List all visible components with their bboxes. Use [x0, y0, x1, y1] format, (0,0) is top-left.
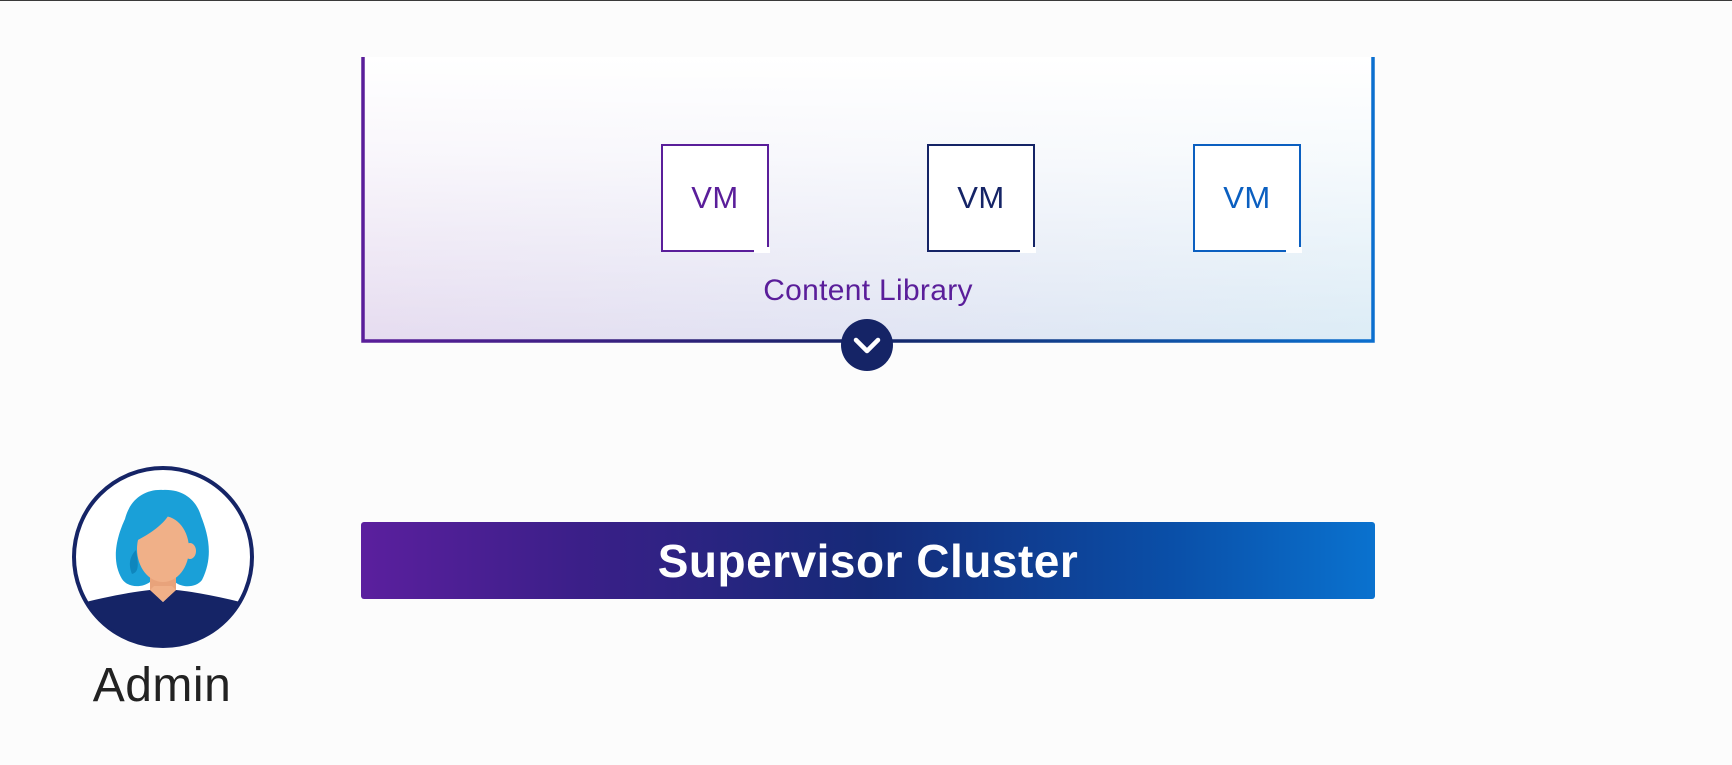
chevron-down-icon [841, 319, 893, 371]
vm-label: VM [691, 180, 739, 215]
vm-box-2: VM [927, 144, 1036, 253]
admin-avatar-icon [70, 464, 256, 650]
supervisor-cluster-bar: Supervisor Cluster [361, 522, 1375, 599]
vm-label: VM [1223, 180, 1271, 215]
vm-box-notch [753, 246, 770, 253]
vm-label: VM [957, 180, 1005, 215]
admin-label: Admin [92, 659, 232, 712]
content-library-label: Content Library [763, 274, 973, 307]
vm-box-notch [1019, 246, 1036, 253]
top-border-line [0, 0, 1732, 1]
vm-box-1: VM [661, 144, 770, 253]
vm-box-3: VM [1193, 144, 1302, 253]
vm-box-notch [1285, 246, 1302, 253]
supervisor-cluster-label: Supervisor Cluster [657, 534, 1079, 587]
